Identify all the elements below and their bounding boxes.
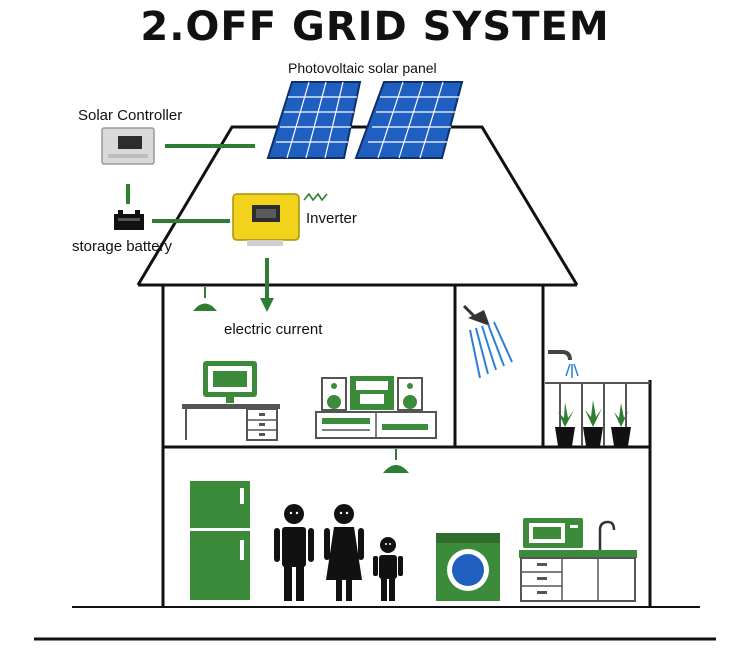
solar-panel-left bbox=[266, 81, 362, 159]
solar-panel-label: Photovoltaic solar panel bbox=[288, 60, 437, 76]
desk-computer-icon bbox=[182, 361, 280, 441]
house-outline bbox=[136, 125, 652, 607]
electric-current-label: electric current bbox=[224, 321, 323, 338]
storage-battery-label: storage battery bbox=[72, 238, 173, 255]
kitchen-counter-icon bbox=[519, 550, 637, 602]
solar-controller-icon bbox=[101, 127, 155, 165]
mother-figure bbox=[324, 504, 364, 601]
kitchen-microwave-icon bbox=[523, 518, 583, 548]
ac-wave-icon bbox=[303, 192, 328, 202]
potted-plants-icon bbox=[555, 400, 631, 446]
ceiling-lamp-upper-icon bbox=[193, 287, 217, 311]
diagram-title: 2.OFF GRID SYSTEM bbox=[140, 4, 610, 50]
shower-icon bbox=[462, 304, 513, 379]
roof-line bbox=[136, 125, 579, 286]
solar-controller-label: Solar Controller bbox=[78, 107, 183, 124]
child-figure bbox=[373, 537, 403, 601]
electric-current-arrow bbox=[260, 298, 274, 312]
ceiling-lamp-lower-icon bbox=[383, 449, 409, 473]
inverter-icon bbox=[232, 193, 300, 246]
connection-lines bbox=[126, 144, 269, 298]
father-figure bbox=[274, 504, 314, 601]
inverter-label: Inverter bbox=[306, 210, 357, 227]
solar-panel-right bbox=[354, 81, 464, 159]
stereo-system-icon bbox=[315, 376, 437, 439]
refrigerator-icon bbox=[190, 481, 250, 600]
faucet-icon bbox=[548, 350, 579, 378]
storage-battery-icon bbox=[114, 210, 144, 230]
kitchen-sink-faucet-icon bbox=[598, 520, 616, 550]
washing-machine-icon bbox=[436, 533, 500, 601]
family-icon bbox=[274, 504, 403, 601]
